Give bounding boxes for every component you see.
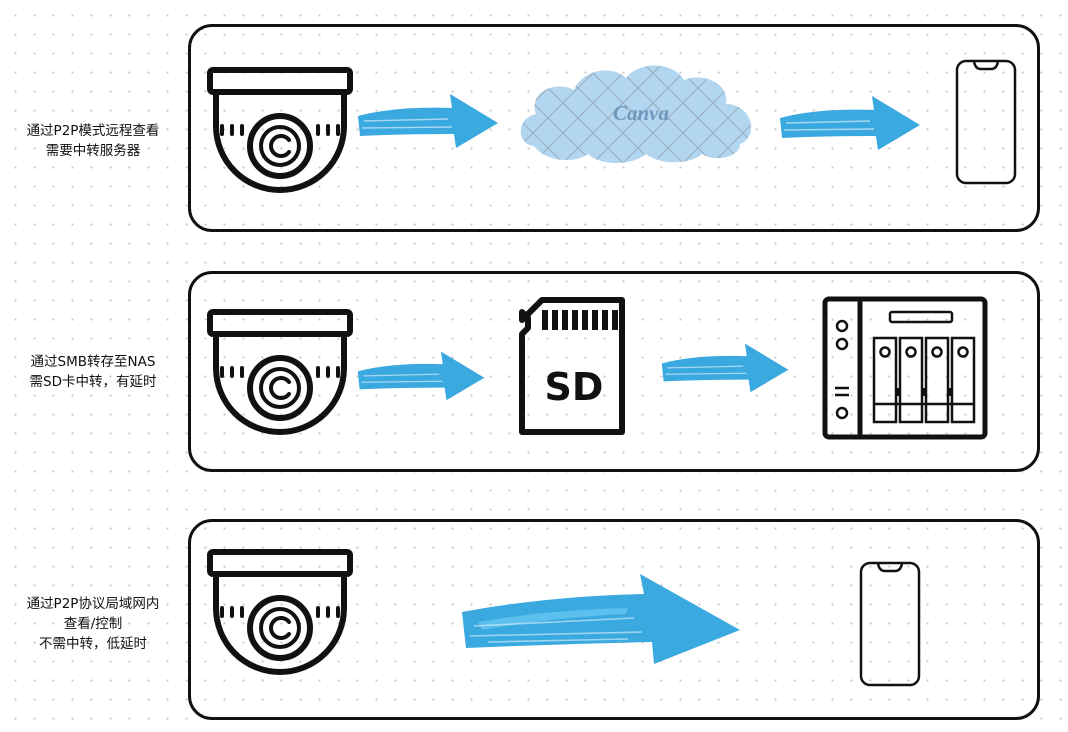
camera-icon [206,548,356,678]
flow-panel-smb-nas [188,271,1040,472]
arrow-right-icon [458,568,744,668]
camera-icon [206,66,356,196]
caption-line: 不需中转，低延时 [39,636,147,652]
arrow-right-icon [778,92,924,152]
sd-label: SD [545,365,604,409]
caption-smb-nas: 通过SMB转存至NAS 需SD卡中转，有延时 [0,352,186,392]
flow-panel-p2p-lan [188,519,1040,720]
caption-line: 通过P2P模式远程查看 [26,123,160,139]
caption-line: 需要中转服务器 [45,143,141,159]
cloud-icon: Canva [518,58,758,164]
arrow-right-icon [356,90,502,150]
cloud-label: Canva [613,101,669,125]
nas-server-icon [822,296,988,440]
caption-line: 需SD卡中转，有延时 [29,374,157,390]
caption-line: 通过P2P协议局域网内 [26,596,160,612]
sd-card-icon: SD [518,296,628,438]
arrow-right-icon [660,340,792,394]
smartphone-icon [954,58,1018,186]
flow-panel-p2p-remote [188,24,1040,232]
caption-line: 通过SMB转存至NAS [30,354,156,370]
smartphone-icon [858,560,922,688]
arrow-right-icon [356,348,488,402]
camera-icon [206,308,356,438]
caption-line: 查看/控制 [63,616,123,632]
caption-p2p-lan: 通过P2P协议局域网内 查看/控制 不需中转，低延时 [0,594,186,654]
caption-p2p-remote: 通过P2P模式远程查看 需要中转服务器 [0,121,186,161]
